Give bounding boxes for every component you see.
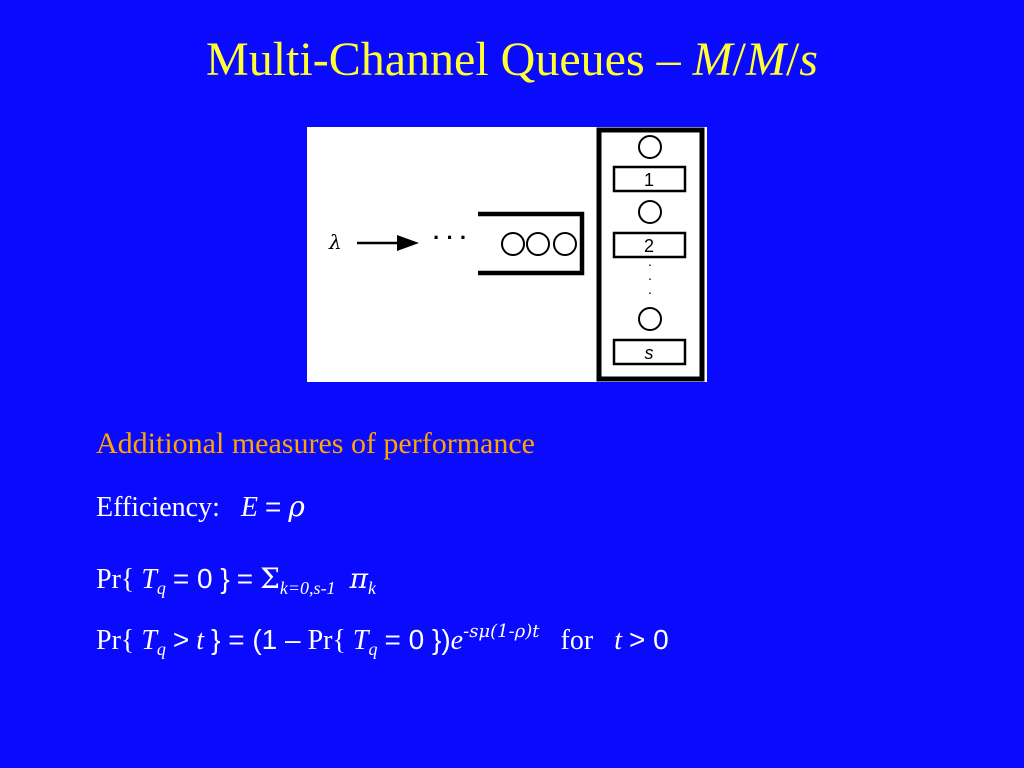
equals-sign: = [264, 491, 282, 522]
efficiency-var: E [240, 492, 258, 523]
customer-in-service [638, 200, 662, 224]
close-equals: } = (1 – [211, 624, 301, 655]
arrival-arrow [357, 235, 419, 251]
rho-symbol: ρ [288, 490, 305, 523]
t-var: T [141, 625, 157, 656]
t-var: t [196, 625, 205, 656]
sigma-symbol: Σ [260, 562, 280, 595]
greater-than-zero: > 0 [628, 624, 669, 655]
server-box [612, 338, 687, 366]
efficiency-formula: Efficiency: E = ρ [96, 489, 305, 526]
queue-channel [478, 211, 585, 276]
efficiency-label: Efficiency: [96, 492, 220, 523]
waiting-customer [501, 232, 525, 256]
ellipsis-dot: · [648, 270, 653, 286]
t-var: t [614, 625, 622, 656]
server-vertical-ellipsis: · · · [648, 256, 653, 300]
ellipsis-dot: · [648, 256, 653, 272]
server-label: 1 [644, 170, 654, 190]
server-label: s [645, 343, 654, 363]
title-model-m2: M [745, 33, 786, 86]
title-slash-1: / [732, 33, 746, 86]
equals-zero: = 0 }) [384, 624, 451, 655]
q-subscript: q [156, 578, 166, 598]
waiting-customer [553, 232, 577, 256]
title-model-m1: M [692, 33, 733, 86]
for-label: for [560, 625, 594, 656]
title-model-s: s [799, 33, 818, 86]
service-facility [596, 127, 705, 382]
ellipsis-dot: · [648, 284, 653, 300]
prob-wait-exceeds-formula: Pr{ Tq > t } = (1 – Pr{ Tq = 0 })e-sμ(1-… [96, 622, 669, 659]
t-var: T [141, 564, 157, 595]
server-box [612, 231, 687, 259]
e-symbol: e [450, 625, 464, 656]
prob-zero-wait-formula: Pr{ Tq = 0 } = Σk=0,s-1 πk [96, 561, 376, 598]
equals-sign: = [236, 563, 254, 594]
sum-range-subscript: k=0,s-1 [279, 578, 336, 598]
server-box [612, 165, 687, 193]
pr-label: Pr{ [96, 564, 135, 595]
server-s: s [612, 307, 687, 366]
queue-ellipsis: · · · [433, 225, 467, 250]
customer-in-service [638, 135, 662, 159]
exponent: -sμ(1-ρ)t [463, 621, 540, 642]
pr-label: Pr{ [307, 625, 346, 656]
waiting-customer [526, 232, 550, 256]
customer-in-service [638, 307, 662, 331]
q-subscript: q [368, 639, 378, 659]
queue-diagram: λ · · · 1 2 · · [307, 127, 707, 382]
pi-symbol: π [349, 562, 368, 595]
title-prefix: Multi-Channel Queues – [206, 33, 681, 86]
queue-diagram-svg: λ · · · 1 2 · · [328, 127, 705, 382]
pi-subscript: k [367, 578, 376, 598]
waiting-customers [501, 232, 577, 256]
server-2: 2 [612, 200, 687, 259]
q-subscript: q [156, 639, 166, 659]
greater-than: > [172, 624, 190, 655]
title-slash-2: / [785, 33, 800, 86]
subheading: Additional measures of performance [96, 427, 535, 460]
server-label: 2 [644, 236, 654, 256]
pr-label: Pr{ [96, 625, 135, 656]
server-1: 1 [612, 135, 687, 193]
arrival-rate-label: λ [328, 230, 342, 254]
page-title: Multi-Channel Queues – M/M/s [0, 30, 1024, 90]
equals-zero: = 0 } [172, 563, 230, 594]
t-var: T [352, 625, 369, 656]
